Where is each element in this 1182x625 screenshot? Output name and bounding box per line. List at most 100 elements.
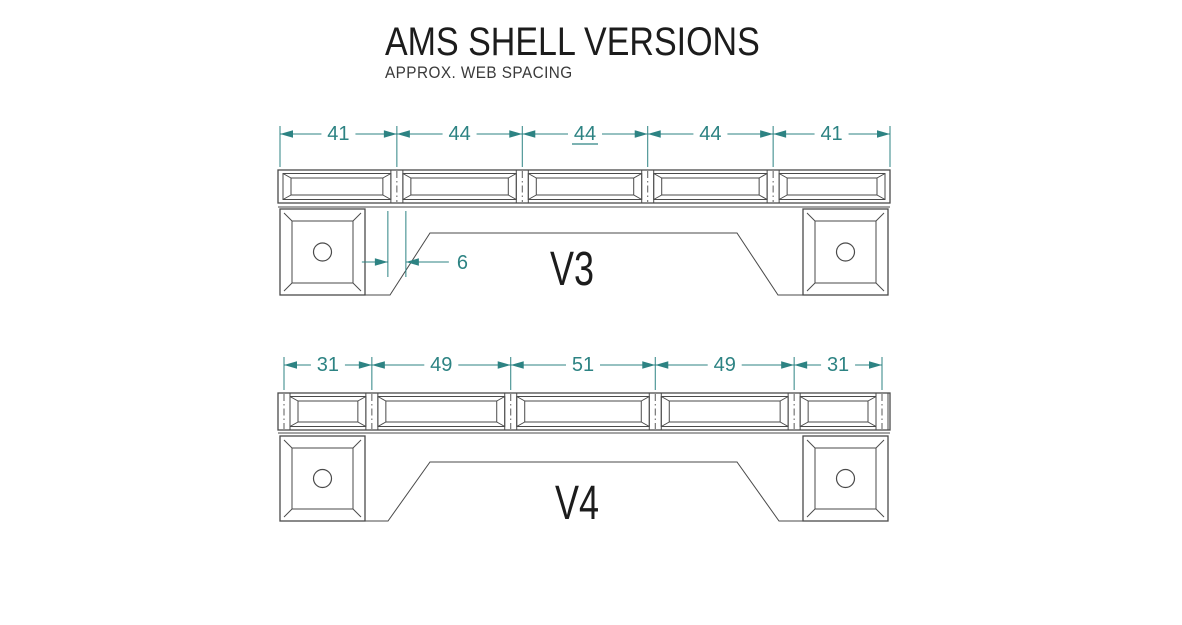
panel-bevel — [653, 194, 662, 200]
dimension-arrowhead — [655, 361, 669, 369]
panel-inner-face — [524, 400, 642, 423]
panel-inner-face — [807, 400, 869, 423]
panel-bevel — [516, 396, 525, 402]
dimension-text-mask — [566, 352, 600, 374]
block-chamfer — [875, 508, 885, 518]
dimension-value: 41 — [820, 123, 842, 145]
dimension-arrowhead — [374, 258, 388, 266]
block-hole — [312, 242, 333, 262]
dimension-arrowhead — [794, 361, 808, 369]
block-hole — [835, 242, 856, 262]
panel-bevel — [377, 421, 387, 427]
panel-bevel — [357, 396, 367, 402]
panel-bevel — [779, 396, 789, 402]
panel-inner-face — [535, 177, 635, 196]
dimension-arrowhead — [497, 361, 511, 369]
block-hole — [835, 468, 856, 489]
panel-opening — [289, 396, 367, 427]
dimension-arrowhead — [280, 130, 293, 138]
block-hole — [312, 468, 333, 489]
panel-inner-face — [297, 400, 359, 423]
panel-bevel — [382, 194, 392, 200]
dimension-text-mask — [321, 121, 356, 143]
panel-bevel — [778, 194, 788, 200]
panel-inner-face — [668, 400, 781, 423]
version-label: V3 — [550, 243, 594, 296]
panel-bevel — [496, 421, 505, 427]
dimension-value: 44 — [448, 123, 470, 145]
dimension-value: 31 — [317, 354, 339, 376]
panel-bevel — [876, 173, 886, 179]
body-underside — [365, 232, 803, 296]
dimension-text-mask — [424, 352, 459, 374]
panel-bevel — [778, 173, 788, 179]
panel-bevel — [528, 194, 537, 200]
panel-bevel — [496, 396, 505, 402]
end-block-inner — [814, 447, 877, 510]
end-block-outer — [802, 208, 889, 296]
panel-bevel — [357, 421, 367, 427]
end-block-outer — [279, 435, 366, 522]
panel-inner-face — [786, 177, 878, 196]
panel-opening — [778, 173, 886, 200]
panel-bevel — [282, 194, 292, 200]
panel-bevel — [758, 194, 768, 200]
dimension-text-mask — [693, 121, 728, 143]
panel-bevel — [528, 173, 537, 179]
dimension-value: 44 — [699, 123, 721, 145]
panel-opening — [653, 173, 768, 200]
end-block-outer — [279, 208, 366, 296]
dimension-value: 31 — [827, 354, 849, 376]
dimension-value: 49 — [714, 354, 736, 376]
block-chamfer — [875, 439, 885, 449]
dimension-arrowhead — [877, 130, 890, 138]
panel-bevel — [799, 396, 809, 402]
panel-bevel — [641, 421, 650, 427]
panel-bevel — [867, 396, 877, 402]
end-block-inner — [291, 447, 354, 510]
panel-bevel — [402, 173, 412, 179]
version-label: V4 — [555, 477, 599, 530]
block-chamfer — [352, 282, 362, 292]
panel-bevel — [377, 396, 387, 402]
dimension-arrowhead — [383, 130, 397, 138]
panel-bevel — [633, 194, 642, 200]
panel-bevel — [508, 173, 517, 179]
dimension-arrowhead — [781, 361, 795, 369]
block-chamfer — [875, 282, 885, 292]
web-width-value: 6 — [457, 252, 468, 274]
dimension-text-mask — [821, 352, 856, 374]
panel-inner-face — [290, 177, 384, 196]
dimension-value: 51 — [572, 354, 594, 376]
end-block-inner — [291, 220, 354, 284]
panel-bevel — [508, 194, 517, 200]
dimension-arrowhead — [396, 130, 410, 138]
dimension-arrowhead — [869, 361, 882, 369]
page-title: AMS SHELL VERSIONS — [385, 20, 760, 64]
panel-bevel — [382, 173, 392, 179]
dimension-arrowhead — [760, 130, 774, 138]
block-chamfer — [806, 508, 816, 518]
panel-bevel — [661, 396, 670, 402]
panel-bevel — [876, 194, 886, 200]
block-chamfer — [283, 282, 293, 292]
block-chamfer — [283, 508, 293, 518]
panel-bevel — [289, 396, 299, 402]
dimension-arrowhead — [510, 361, 524, 369]
panel-bevel — [758, 173, 768, 179]
dimension-arrowhead — [509, 130, 523, 138]
page-subtitle: APPROX. WEB SPACING — [385, 63, 573, 82]
panel-inner-face — [385, 400, 498, 423]
end-block-outer — [802, 435, 889, 522]
panel-bevel — [653, 173, 662, 179]
block-chamfer — [283, 439, 293, 449]
panel-bevel — [661, 421, 670, 427]
panel-bevel — [289, 421, 299, 427]
dimension-value: 44 — [574, 123, 596, 145]
dimension-arrowhead — [284, 361, 297, 369]
panel-opening — [516, 396, 650, 427]
shell-rail — [277, 169, 891, 204]
panel-bevel — [867, 421, 877, 427]
